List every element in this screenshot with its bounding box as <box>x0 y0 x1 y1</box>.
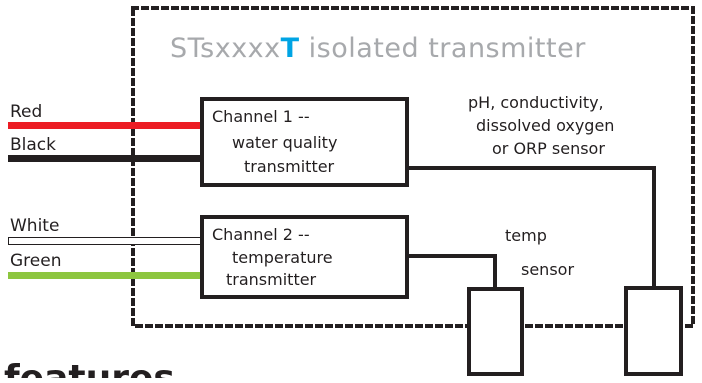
title-suffix: isolated transmitter <box>300 33 587 64</box>
water-sensor-label-1: pH, conductivity, <box>468 93 604 112</box>
channel-2-line-3: transmitter <box>226 270 317 289</box>
wire-label-white: White <box>10 216 59 236</box>
channel-1-sensor-cable <box>407 166 656 288</box>
channel-1-line-3: transmitter <box>244 157 335 176</box>
enclosure-title: STsxxxxT isolated transmitter <box>170 33 586 64</box>
title-prefix: STsxxxx <box>170 33 281 64</box>
channel-2-line-1: Channel 2 -- <box>212 225 310 244</box>
channel-2-box <box>200 215 409 299</box>
temp-sensor-probe <box>467 287 524 376</box>
water-sensor-label-3: or ORP sensor <box>492 139 605 158</box>
channel-1-box <box>200 97 409 187</box>
wire-label-red: Red <box>10 102 42 122</box>
white-wire <box>8 237 204 245</box>
water-sensor-probe <box>624 286 683 376</box>
channel-2-line-2: temperature <box>232 248 333 267</box>
channel-2-sensor-cable <box>407 254 497 290</box>
title-highlight: T <box>281 33 300 64</box>
water-sensor-label-2: dissolved oxygen <box>476 116 614 135</box>
black-wire <box>8 155 204 162</box>
wire-label-green: Green <box>10 251 61 271</box>
wire-label-black: Black <box>10 135 56 155</box>
transmitter-enclosure <box>131 6 695 328</box>
temp-sensor-label-1: temp <box>505 226 547 245</box>
red-wire <box>8 122 204 129</box>
channel-1-line-2: water quality <box>232 133 337 152</box>
temp-sensor-label-2: sensor <box>521 260 574 279</box>
channel-1-line-1: Channel 1 -- <box>212 107 310 126</box>
features-heading: features <box>4 358 175 378</box>
green-wire <box>8 272 204 279</box>
